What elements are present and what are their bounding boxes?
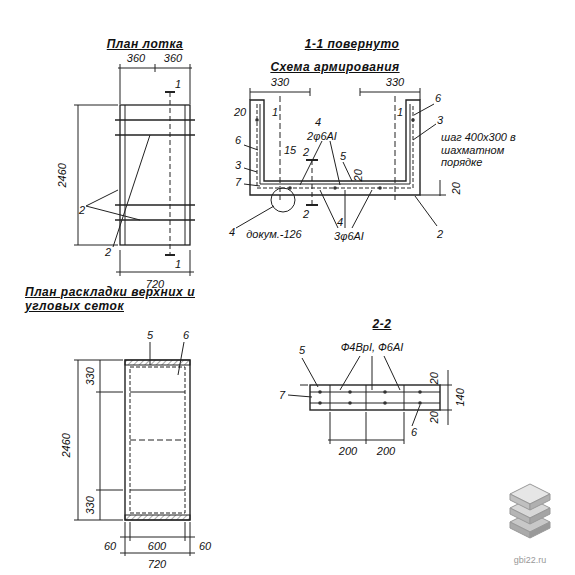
dimension-label: 2 xyxy=(303,208,309,221)
view-heading: 1-1 повернуто xyxy=(305,38,400,52)
view-heading: Схема армирования xyxy=(270,61,399,75)
dimension-label: 3φ6AI xyxy=(334,230,364,243)
dimension-label: 20 xyxy=(234,106,246,119)
view-heading: План раскладки верхних и угловых сеток xyxy=(25,286,215,314)
dimension-label: 6 xyxy=(183,329,189,342)
dimension-label: 140 xyxy=(454,388,467,406)
slab-section xyxy=(288,356,452,444)
dimension-label: 3 xyxy=(235,159,241,172)
dimension-label: 20 xyxy=(428,372,441,384)
dimension-label: 3 xyxy=(437,114,443,127)
dimension-label: 360 xyxy=(127,52,145,65)
dimension-label: 7 xyxy=(235,176,241,189)
dimension-label: 6 xyxy=(435,92,441,105)
dimension-label: 6 xyxy=(411,426,417,439)
dimension-label: 5 xyxy=(340,150,346,163)
bar-dots xyxy=(255,118,422,405)
logo-icon xyxy=(510,484,550,538)
dimension-label: 60 xyxy=(104,540,116,553)
view-heading: План лотка xyxy=(107,38,184,52)
dimension-label: 5 xyxy=(299,344,305,357)
dimension-label: 1 xyxy=(175,258,181,271)
dimension-label: 2460 xyxy=(56,163,69,187)
dimension-label: 4 xyxy=(315,116,321,129)
dimension-label: 200 xyxy=(377,445,395,458)
dimension-label: 5 xyxy=(147,329,153,342)
view-heading: 2-2 xyxy=(373,318,392,332)
dimension-label: 330 xyxy=(386,76,404,89)
dimension-label: 20 xyxy=(352,169,365,181)
dimension-label: 6 xyxy=(235,134,241,147)
dimension-label: 600 xyxy=(148,540,166,553)
dimension-label: 1 xyxy=(397,106,403,119)
dimension-label: 7 xyxy=(279,389,285,402)
dimension-label: 4 xyxy=(337,216,343,229)
dimension-label: 720 xyxy=(148,558,166,571)
dimension-label: 360 xyxy=(164,52,182,65)
dimension-label: 2 xyxy=(105,246,111,259)
dimension-label: 20 xyxy=(450,182,463,194)
dimension-label: 2 xyxy=(437,228,443,241)
dimension-label: 200 xyxy=(339,445,357,458)
watermark: gbi22.ru xyxy=(514,555,547,565)
dimension-label: докум.-126 xyxy=(246,228,302,241)
dimension-label: 2φ6AI xyxy=(307,130,337,143)
dimension-label: 330 xyxy=(84,496,97,514)
dimension-label: 330 xyxy=(271,76,289,89)
dimension-label: 1 xyxy=(272,106,278,119)
dimension-label: Ф4ВрI, Ф6AI xyxy=(341,341,404,354)
dimension-label: 330 xyxy=(84,367,97,385)
dimension-label: 2 xyxy=(79,204,85,217)
dimension-label: 2 xyxy=(303,146,309,159)
dimension-label: 2460 xyxy=(60,433,73,457)
mesh-plan xyxy=(74,342,195,556)
dimension-label: 60 xyxy=(199,540,211,553)
tray-plan xyxy=(74,64,195,276)
dimension-label: 4 xyxy=(229,226,235,239)
dimension-label: 20 xyxy=(428,411,441,423)
dimension-label: 1 xyxy=(175,78,181,91)
tray-section xyxy=(236,88,446,228)
dimension-label: шаг 400x300 в шахматном порядке xyxy=(441,131,523,169)
dimension-label: 15 xyxy=(284,144,296,157)
